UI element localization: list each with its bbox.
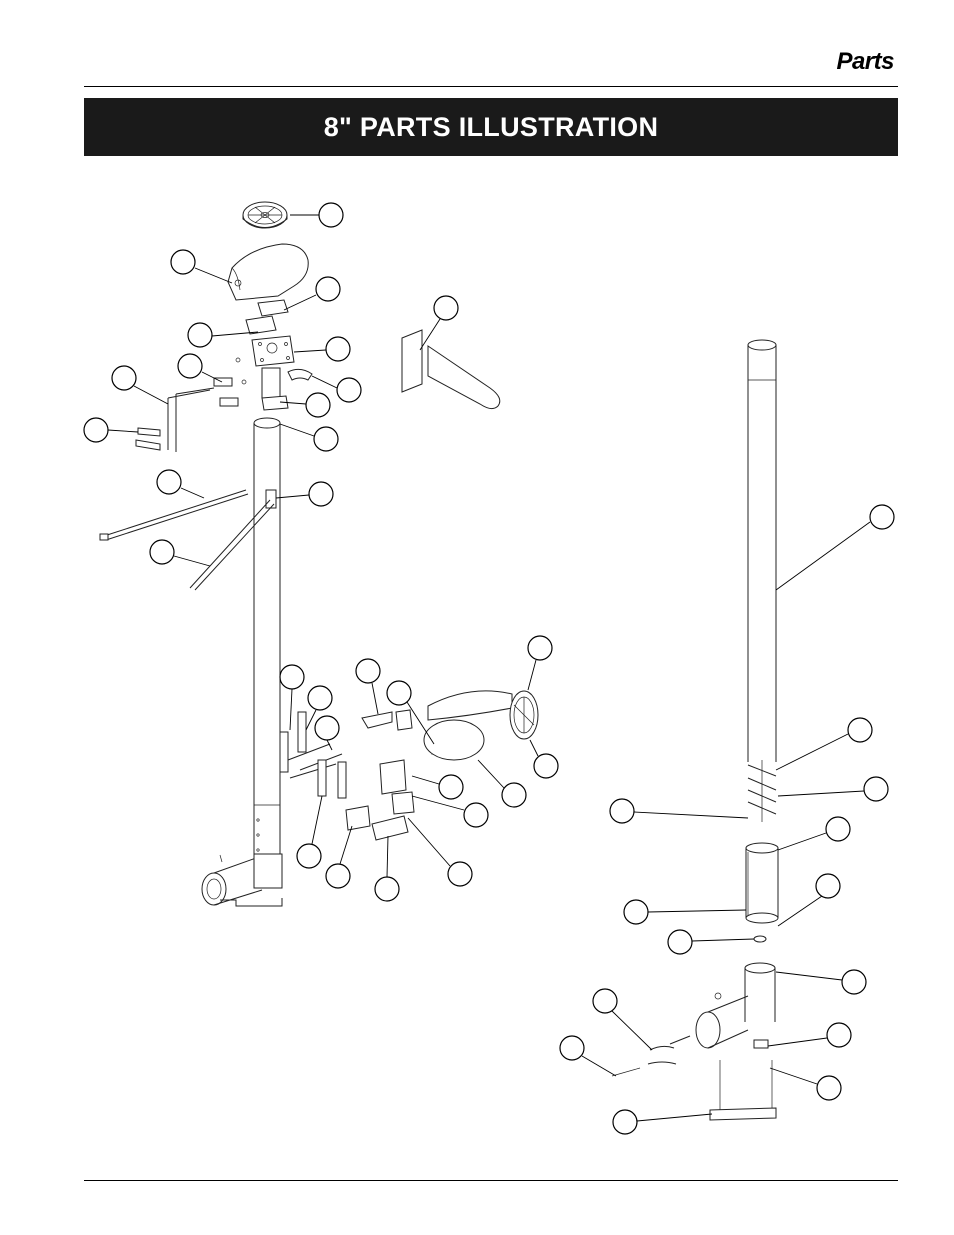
brace-arms	[100, 490, 276, 590]
stand-bracket	[136, 388, 214, 452]
washer	[754, 936, 766, 942]
tube-shield	[746, 843, 778, 923]
right-inlet	[612, 963, 776, 1120]
top-pulley	[243, 202, 287, 228]
pipe-elbow	[402, 330, 500, 409]
side-drive-parts	[280, 691, 538, 840]
footer-rule	[84, 1180, 898, 1181]
left-main-tube	[254, 418, 280, 870]
auger-flighting	[748, 760, 776, 822]
head-brackets	[214, 300, 312, 410]
left-inlet-boot	[202, 854, 282, 906]
right-assembly	[612, 340, 778, 1120]
right-main-tube	[748, 340, 776, 762]
top-belt-guard	[228, 244, 308, 300]
